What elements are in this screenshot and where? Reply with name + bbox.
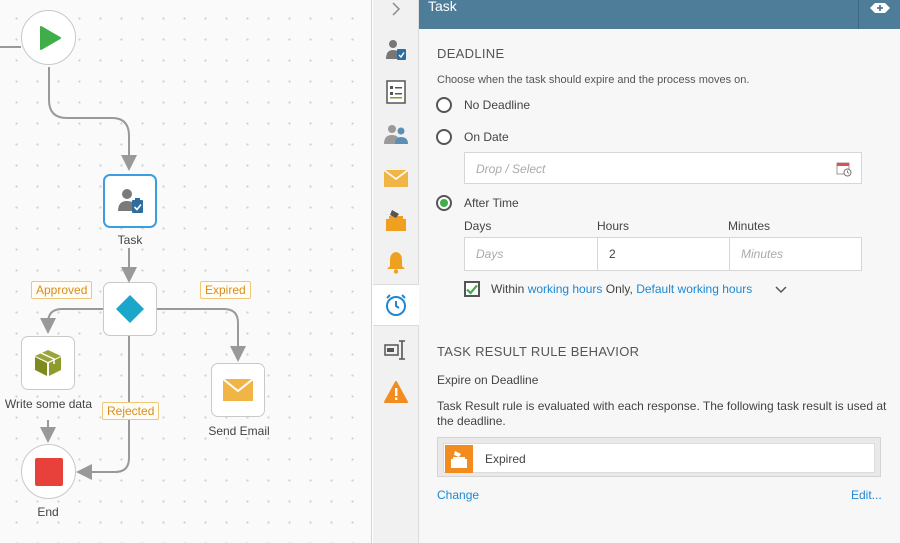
edit-link[interactable]: Edit... (851, 488, 882, 502)
on-date-radio[interactable] (436, 129, 452, 145)
edge-label-rejected[interactable]: Rejected (102, 402, 160, 420)
chevron-right-icon (392, 2, 401, 16)
expand-button[interactable] (868, 1, 892, 15)
header-separator (858, 0, 859, 29)
default-working-hours-link[interactable]: Default working hours (636, 282, 753, 296)
tab-outcomes[interactable] (373, 200, 419, 240)
days-input[interactable]: Days (465, 238, 597, 270)
tab-data-fields[interactable] (373, 330, 419, 370)
no-deadline-option[interactable]: No Deadline (436, 97, 530, 113)
after-time-label: After Time (464, 196, 519, 210)
after-time-radio[interactable] (436, 195, 452, 211)
working-hours-link[interactable]: working hours (527, 282, 603, 296)
send-email-node[interactable] (211, 363, 265, 417)
end-node[interactable] (21, 444, 76, 499)
minutes-input-placeholder: Minutes (741, 247, 784, 261)
minutes-column-label: Minutes (728, 219, 771, 233)
panel-header: Task (419, 0, 900, 29)
workflow-canvas[interactable]: Task Write some data Send Email End Appr… (0, 0, 372, 543)
change-link[interactable]: Change (437, 488, 480, 502)
box-icon (35, 350, 61, 376)
connector-start-task (48, 67, 137, 171)
expand-icon (870, 3, 890, 13)
tab-errors[interactable] (373, 372, 419, 412)
on-date-option[interactable]: On Date (436, 129, 509, 145)
hours-minutes-divider (729, 238, 730, 270)
working-hours-middle: Only, (605, 282, 633, 296)
stop-icon (34, 457, 63, 486)
connector-expired (157, 308, 246, 362)
user-task-icon (386, 40, 406, 60)
tab-form[interactable] (373, 72, 419, 112)
after-time-option[interactable]: After Time (436, 195, 519, 211)
timer-icon (386, 294, 406, 316)
write-data-node-label: Write some data (4, 397, 93, 411)
end-node-label: End (37, 505, 59, 519)
flow-connectors (0, 46, 246, 480)
start-node[interactable] (21, 10, 76, 65)
task-node[interactable] (103, 174, 157, 228)
participants-icon (384, 125, 408, 144)
tab-notifications-email[interactable] (373, 158, 419, 198)
collapse-panel-button[interactable] (373, 0, 419, 26)
email-icon (223, 379, 253, 401)
deadline-hint: Choose when the task should expire and t… (437, 74, 750, 86)
edge-label-expired[interactable]: Expired (200, 281, 251, 299)
warning-icon (384, 381, 408, 403)
chevron-down-icon[interactable] (775, 286, 787, 294)
result-rule-description: Task Result rule is evaluated with each … (437, 399, 887, 428)
play-icon (39, 25, 61, 50)
panel-title: Task (428, 0, 457, 14)
date-picker-input[interactable]: Drop / Select (464, 152, 862, 184)
send-email-node-label: Send Email (208, 424, 270, 438)
tab-deadline[interactable] (373, 284, 419, 326)
hours-input[interactable]: 2 (598, 238, 729, 270)
task-result-name: Expired (485, 452, 526, 466)
calendar-icon[interactable] (836, 161, 852, 177)
tab-participants[interactable] (373, 114, 419, 154)
task-result-box: Expired (437, 437, 881, 477)
hours-column-label: Hours (597, 219, 630, 233)
bell-icon (387, 252, 405, 274)
hours-input-value: 2 (609, 247, 616, 261)
no-deadline-label: No Deadline (464, 98, 531, 112)
task-result-item[interactable]: Expired (443, 443, 875, 473)
properties-panel: Task DEADLINE Choose when the task shoul… (419, 0, 900, 543)
minutes-input[interactable]: Minutes (730, 238, 861, 270)
email-icon (384, 169, 408, 187)
task-node-label: Task (117, 233, 143, 247)
outcome-icon (445, 445, 473, 473)
days-input-placeholder: Days (476, 247, 504, 261)
date-picker-placeholder: Drop / Select (476, 162, 546, 176)
property-tab-strip (373, 0, 419, 543)
deadline-heading: DEADLINE (437, 46, 505, 61)
duration-inputs: Days 2 Minutes (464, 237, 862, 271)
edge-label-approved[interactable]: Approved (31, 281, 93, 299)
connector-rejected (76, 336, 130, 480)
result-rule-mode: Expire on Deadline (437, 373, 539, 387)
on-date-label: On Date (464, 130, 509, 144)
outcome-icon (386, 210, 406, 231)
working-hours-text: Within working hours Only, Default worki… (491, 282, 752, 296)
diamond-icon (116, 295, 144, 323)
write-data-node[interactable] (21, 336, 75, 390)
days-column-label: Days (464, 219, 492, 233)
tab-task-settings[interactable] (373, 30, 419, 70)
result-rule-heading: TASK RESULT RULE BEHAVIOR (437, 344, 640, 359)
working-hours-checkbox[interactable] (464, 281, 480, 297)
days-hours-divider (597, 238, 598, 270)
form-icon (386, 80, 406, 104)
text-field-icon (384, 340, 405, 360)
user-task-icon (118, 189, 143, 213)
checkmark-icon (466, 284, 478, 295)
working-hours-prefix: Within (491, 282, 525, 296)
decision-node[interactable] (103, 282, 157, 336)
no-deadline-radio[interactable] (436, 97, 452, 113)
connector-approved (40, 308, 104, 334)
tab-escalations[interactable] (373, 242, 419, 282)
